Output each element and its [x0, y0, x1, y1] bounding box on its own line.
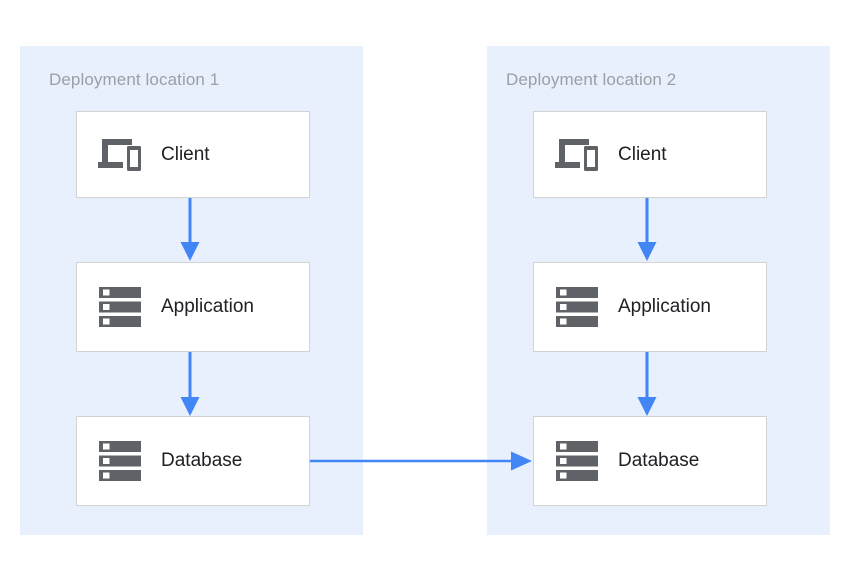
edge-app1-to-db1 [178, 350, 202, 420]
edge-app2-to-db2 [635, 350, 659, 420]
node-label-application-1: Application [161, 296, 254, 317]
node-database-2[interactable]: Database [533, 416, 767, 506]
node-client-2[interactable]: Client [533, 111, 767, 198]
zone-label-deployment-location-2: Deployment location 2 [506, 70, 677, 89]
zone-label-deployment-location-1: Deployment location 1 [49, 70, 220, 89]
devices-icon [554, 133, 600, 177]
edge-client1-to-app1 [178, 195, 202, 265]
node-application-2[interactable]: Application [533, 262, 767, 352]
server-icon [554, 439, 600, 483]
node-application-1[interactable]: Application [76, 262, 310, 352]
node-database-1[interactable]: Database [76, 416, 310, 506]
server-icon [97, 285, 143, 329]
node-label-database-2: Database [618, 450, 700, 471]
server-icon [97, 439, 143, 483]
devices-icon [97, 133, 143, 177]
server-icon [554, 285, 600, 329]
node-label-application-2: Application [618, 296, 711, 317]
edge-client2-to-app2 [635, 195, 659, 265]
node-label-client-1: Client [161, 143, 210, 165]
edge-db1-to-db2 [308, 448, 538, 474]
node-label-client-2: Client [618, 143, 667, 165]
node-label-database-1: Database [161, 450, 243, 471]
node-client-1[interactable]: Client [76, 111, 310, 198]
